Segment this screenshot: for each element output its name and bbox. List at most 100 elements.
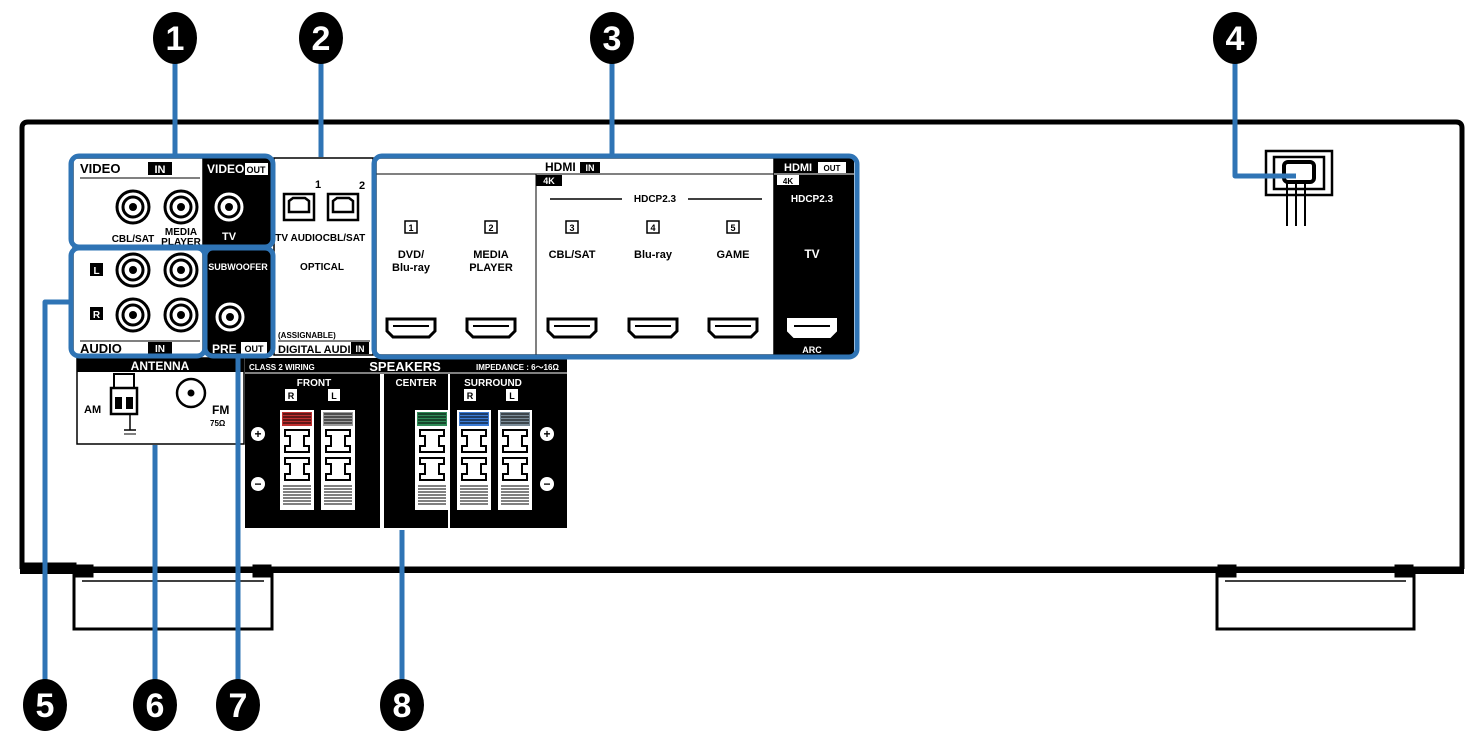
rca-jack-audio-cbl-r[interactable] [115, 297, 151, 333]
speaker-terminal-front-l[interactable] [321, 410, 355, 510]
video-out-section: VIDEO OUT TV [203, 158, 271, 246]
svg-text:ARC: ARC [802, 345, 822, 355]
svg-text:AM: AM [84, 404, 101, 416]
svg-text:1: 1 [408, 223, 413, 233]
callout-badge-7: 7 [216, 679, 260, 731]
rca-jack-audio-media-r[interactable] [163, 297, 199, 333]
speaker-terminal-front-r[interactable] [280, 410, 314, 510]
svg-text:CLASS 2 WIRING: CLASS 2 WIRING [249, 363, 315, 372]
svg-text:VIDEO: VIDEO [207, 162, 244, 176]
speaker-terminal-center[interactable] [415, 410, 449, 510]
svg-text:SPEAKERS: SPEAKERS [369, 359, 441, 374]
optical-port-cbl-sat[interactable] [326, 192, 360, 222]
hdmi-port-3[interactable] [546, 317, 598, 339]
svg-text:4: 4 [1226, 20, 1245, 58]
rca-jack-video-out-tv[interactable] [211, 189, 247, 225]
svg-text:PLAYER: PLAYER [469, 262, 513, 274]
svg-text:4K: 4K [783, 177, 793, 186]
svg-text:TV: TV [222, 231, 237, 243]
svg-text:L: L [93, 266, 99, 277]
callout-badges: 1 2 3 4 5 6 7 8 [23, 12, 1257, 731]
speakers-section: CLASS 2 WIRING SPEAKERS IMPEDANCE : 6～16… [245, 358, 567, 528]
svg-text:TV AUDIO: TV AUDIO [275, 233, 323, 244]
svg-text:SURROUND: SURROUND [464, 378, 522, 389]
svg-text:IN: IN [586, 163, 595, 173]
rca-jack-audio-media-l[interactable] [163, 252, 199, 288]
svg-text:HDCP2.3: HDCP2.3 [791, 194, 834, 205]
am-antenna-terminal[interactable] [109, 373, 139, 435]
svg-text:3: 3 [603, 20, 622, 58]
svg-text:2: 2 [312, 20, 331, 58]
svg-text:4: 4 [650, 223, 655, 233]
svg-text:1: 1 [166, 20, 185, 58]
svg-text:IN: IN [155, 164, 166, 176]
svg-text:IMPEDANCE : 6～16Ω: IMPEDANCE : 6～16Ω [476, 363, 559, 372]
hdmi-port-2[interactable] [465, 317, 517, 339]
hdmi-port-1[interactable] [385, 317, 437, 339]
hdmi-port-out-tv[interactable] [787, 318, 837, 338]
speaker-terminals [280, 410, 532, 510]
svg-text:L: L [331, 391, 337, 401]
callout-badge-8: 8 [380, 679, 424, 731]
svg-text:IN: IN [155, 344, 165, 355]
rca-jack-subwoofer[interactable] [212, 299, 248, 335]
rca-jack-audio-cbl-l[interactable] [115, 252, 151, 288]
svg-text:L: L [509, 391, 515, 401]
foot-right [1215, 564, 1416, 631]
callout-badge-5: 5 [23, 679, 67, 731]
svg-text:ANTENNA: ANTENNA [131, 359, 190, 373]
svg-text:TV: TV [804, 247, 819, 261]
svg-text:HDCP2.3: HDCP2.3 [634, 194, 677, 205]
fm-antenna-connector[interactable] [175, 377, 207, 409]
svg-text:CBL/SAT: CBL/SAT [112, 234, 155, 245]
svg-text:−: − [543, 477, 550, 491]
optical-port-tv-audio[interactable] [282, 192, 316, 222]
hdmi-in-section: HDMI IN 4K HDCP2.3 1 DVD/ Blu-ray 2 MEDI… [375, 157, 775, 356]
audio-in-section: L R AUDIO IN [72, 247, 204, 356]
antenna-section: ANTENNA AM FM 75Ω [76, 357, 245, 445]
foot-left [72, 564, 274, 631]
callout-badge-4: 4 [1213, 12, 1257, 64]
plus-sign-right: + [540, 427, 554, 441]
minus-sign-right: − [540, 477, 554, 491]
svg-text:PRE: PRE [212, 342, 237, 356]
hdmi-out-section: HDMI OUT 4K HDCP2.3 TV ARC [774, 158, 854, 355]
plus-sign-left: + [251, 427, 265, 441]
video-in-section: VIDEO IN CBL/SAT MEDIA PLAYER [72, 157, 204, 248]
callout-badge-2: 2 [299, 12, 343, 64]
svg-text:OUT: OUT [247, 165, 267, 175]
svg-text:3: 3 [569, 223, 574, 233]
svg-text:75Ω: 75Ω [210, 419, 226, 428]
svg-text:+: + [254, 427, 261, 441]
minus-sign-left: − [251, 477, 265, 491]
svg-text:AUDIO: AUDIO [80, 341, 122, 356]
svg-text:CBL/SAT: CBL/SAT [323, 233, 366, 244]
callout-badge-1: 1 [153, 12, 197, 64]
callout-badge-3: 3 [590, 12, 634, 64]
svg-text:5: 5 [730, 223, 735, 233]
rca-jack-video-cbl-sat[interactable] [115, 189, 151, 225]
svg-text:5: 5 [36, 687, 55, 725]
svg-text:Blu-ray: Blu-ray [392, 262, 431, 274]
rca-jack-video-media-player[interactable] [163, 189, 199, 225]
hdmi-port-5[interactable] [707, 317, 759, 339]
svg-text:HDMI: HDMI [545, 160, 576, 174]
svg-text:PLAYER: PLAYER [161, 237, 201, 248]
svg-text:4K: 4K [543, 176, 555, 186]
svg-text:7: 7 [229, 687, 248, 725]
hdmi-port-4[interactable] [627, 317, 679, 339]
svg-text:6: 6 [146, 687, 165, 725]
chassis-bottom [20, 560, 1464, 574]
callout-badge-6: 6 [133, 679, 177, 731]
speaker-terminal-surround-l[interactable] [498, 410, 532, 510]
svg-text:DVD/: DVD/ [398, 249, 424, 261]
svg-text:CENTER: CENTER [395, 378, 437, 389]
svg-text:FM: FM [212, 403, 229, 417]
svg-text:−: − [254, 477, 261, 491]
optical-section: 1 2 TV AUDIO CBL/SAT OPTICAL (ASSIGNABLE… [273, 157, 374, 356]
svg-text:VIDEO: VIDEO [80, 161, 120, 176]
svg-text:HDMI: HDMI [784, 162, 812, 174]
speaker-terminal-surround-r[interactable] [457, 410, 491, 510]
svg-text:(ASSIGNABLE): (ASSIGNABLE) [278, 331, 336, 340]
